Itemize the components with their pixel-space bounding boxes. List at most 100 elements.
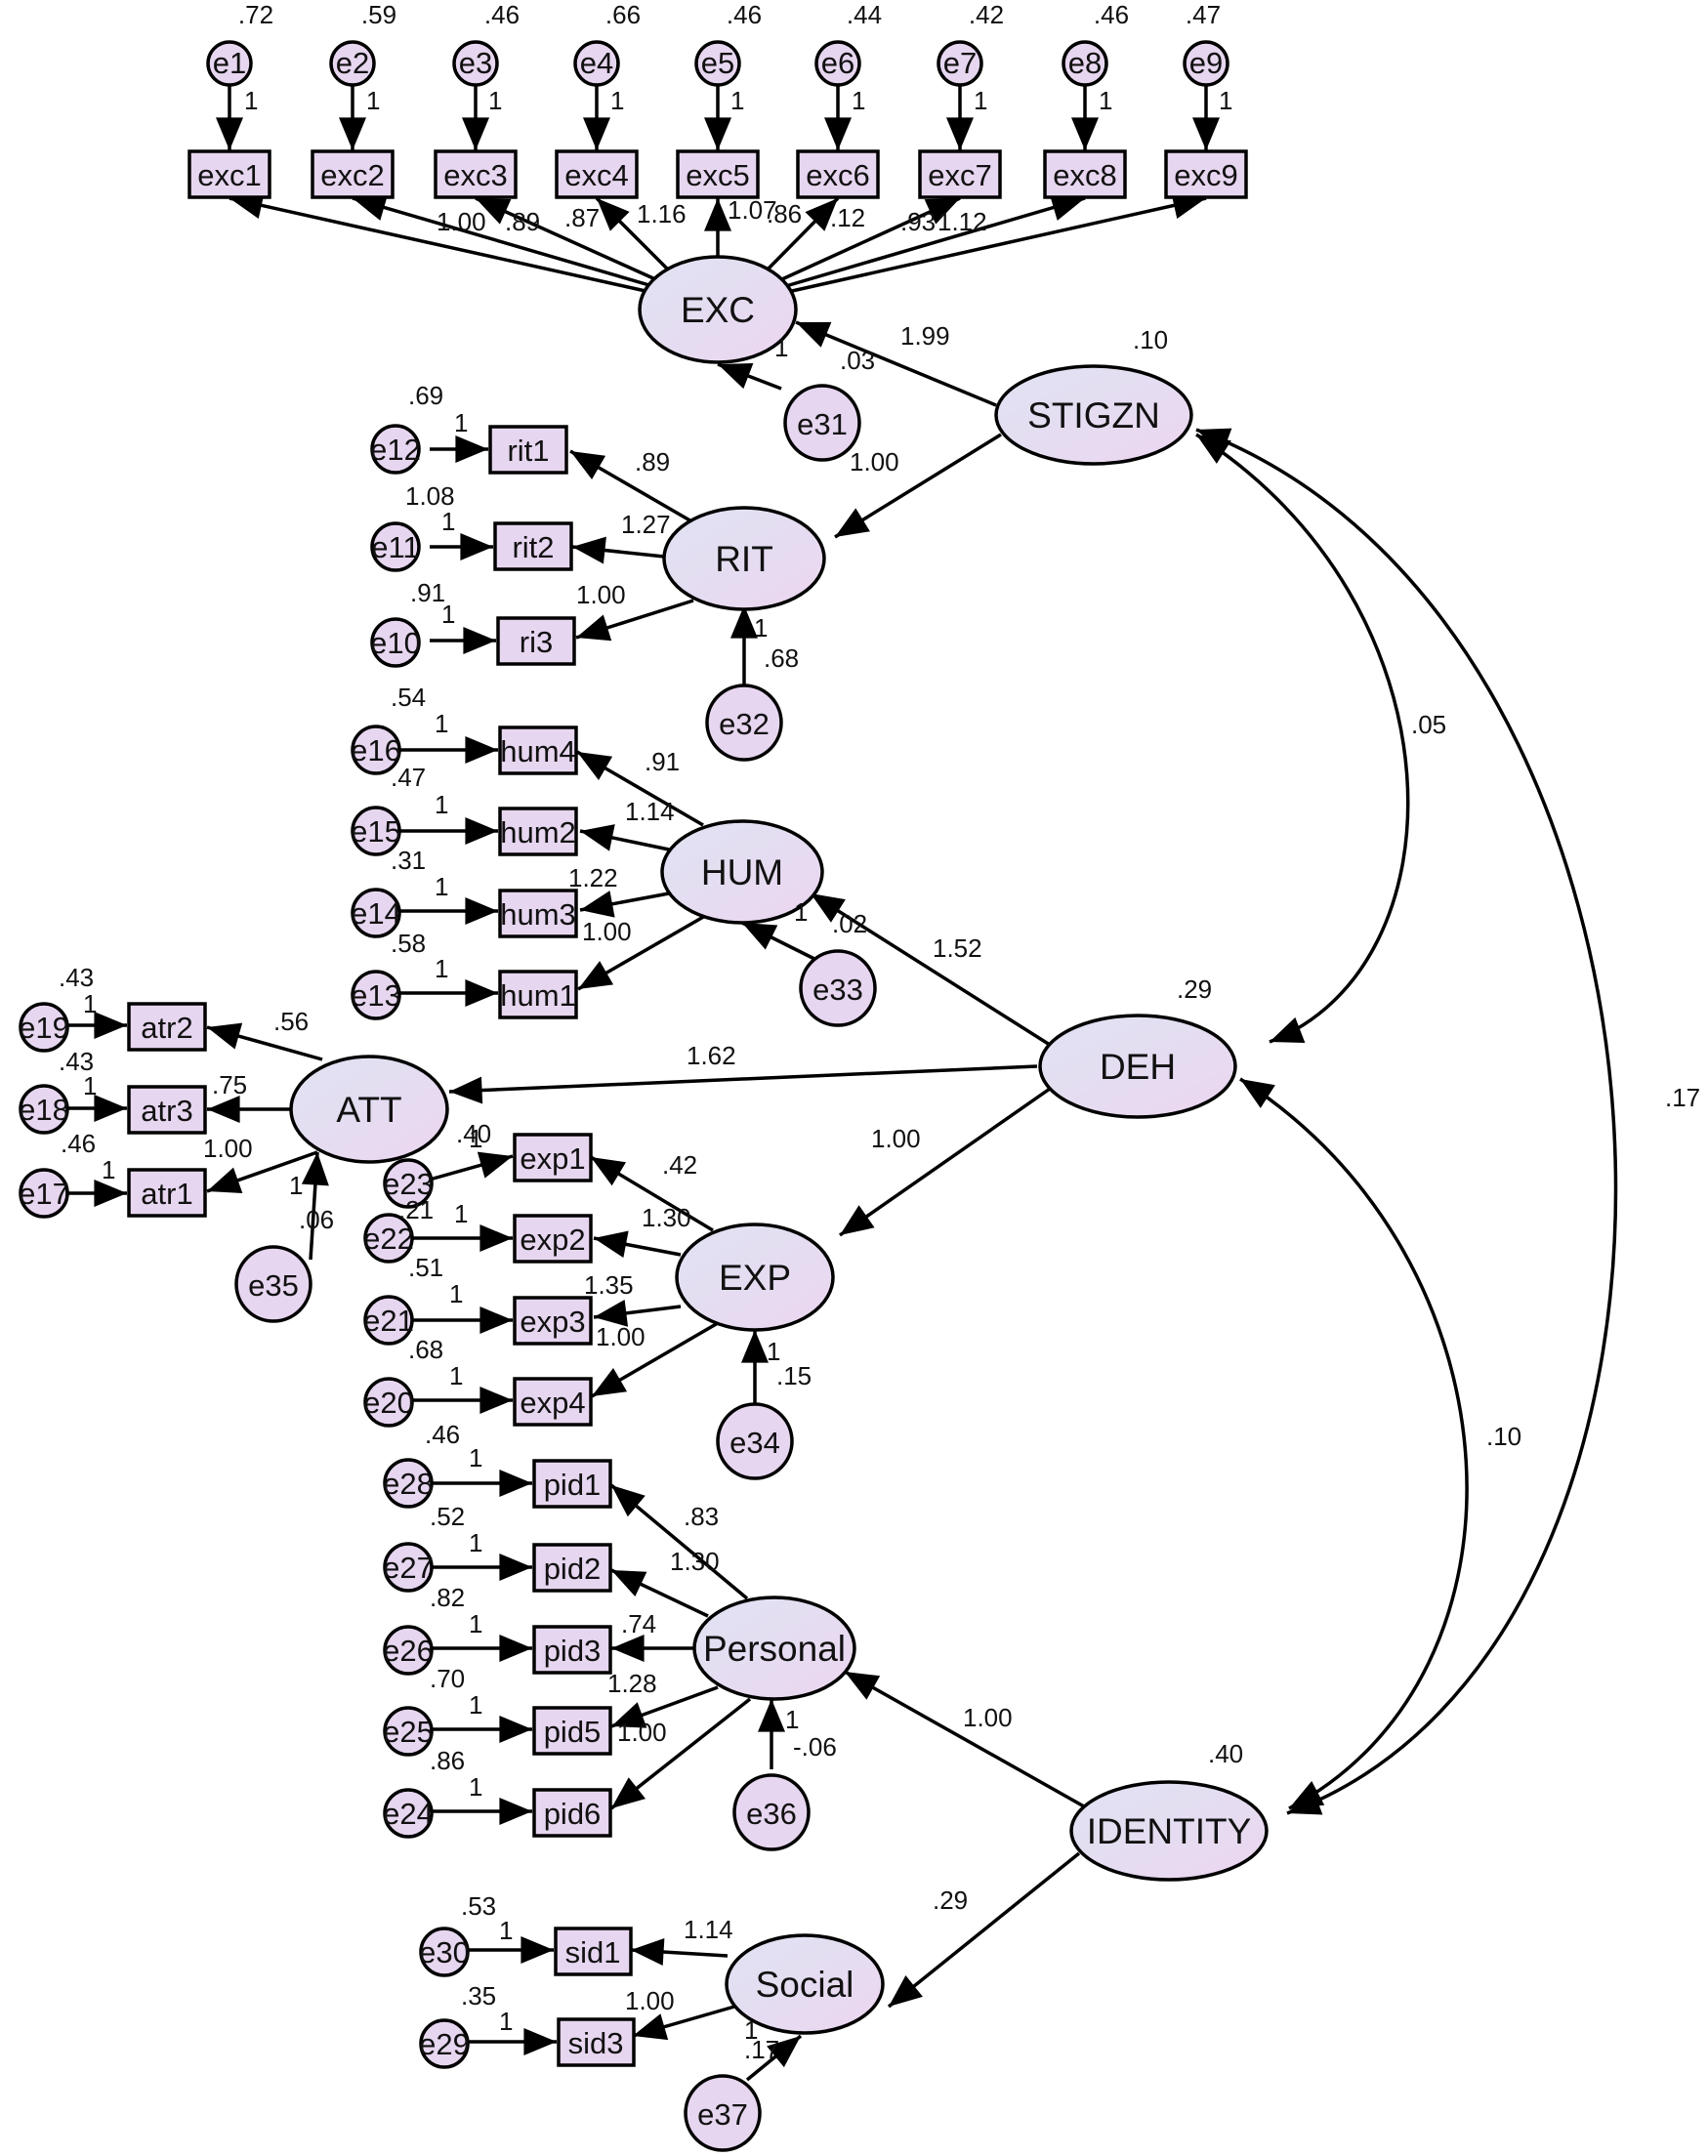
est-cov-stig-identity: .17 bbox=[1665, 1083, 1700, 1112]
indicator-pid6-label: pid6 bbox=[544, 1797, 602, 1831]
error-e2: e2 bbox=[329, 40, 376, 87]
indicator-exc7: exc7 bbox=[918, 149, 1002, 199]
est-deh-exp: 1.00 bbox=[871, 1124, 921, 1153]
indicator-exc7-label: exc7 bbox=[928, 158, 991, 192]
indicator-exc3: exc3 bbox=[434, 149, 518, 199]
est-l-exc6b: .86 bbox=[767, 199, 802, 228]
indicator-exp4-label: exp4 bbox=[520, 1386, 585, 1420]
est-fix-e13: 1 bbox=[435, 954, 448, 983]
est-fix-e10: 1 bbox=[441, 600, 455, 629]
path-exp-exp2 bbox=[593, 1230, 682, 1259]
error-e34: e34 bbox=[716, 1402, 794, 1480]
path-deh-hum bbox=[810, 891, 1051, 1047]
est-fix-e37: 1 bbox=[744, 2015, 758, 2045]
error-e31: e31 bbox=[783, 384, 861, 462]
indicator-atr3: atr3 bbox=[127, 1085, 207, 1135]
latent-att-label: ATT bbox=[336, 1090, 401, 1130]
est-l-exc7: .12 bbox=[830, 203, 865, 232]
indicator-pid2-label: pid2 bbox=[544, 1552, 602, 1586]
est-var-e25: .70 bbox=[430, 1664, 465, 1693]
est-identity-personal: 1.00 bbox=[963, 1703, 1013, 1732]
error-e8: e8 bbox=[1062, 40, 1108, 87]
est-var-e8: .46 bbox=[1094, 0, 1129, 29]
est-stig-rit: 1.00 bbox=[850, 447, 899, 477]
indicator-rit2: rit2 bbox=[493, 521, 573, 571]
latent-hum: HUM bbox=[660, 819, 824, 925]
indicators: exc1 exc2 exc3 exc4 exc5 exc6 exc7 exc8 … bbox=[127, 149, 1248, 2067]
error-e24-label: e24 bbox=[383, 1797, 434, 1831]
latent-identity-label: IDENTITY bbox=[1087, 1811, 1252, 1851]
indicator-rit2-label: rit2 bbox=[512, 530, 554, 564]
est-var-e12: .69 bbox=[408, 381, 443, 410]
est-fix-e18: 1 bbox=[83, 1071, 97, 1100]
indicator-ri3: ri3 bbox=[496, 616, 576, 666]
est-var-e19: .43 bbox=[59, 963, 94, 992]
indicator-hum2: hum2 bbox=[498, 807, 578, 856]
path-exc-exc6 bbox=[760, 196, 840, 277]
indicator-sid1: sid1 bbox=[554, 1927, 633, 1976]
indicator-exc1-label: exc1 bbox=[197, 158, 261, 192]
error-e11: e11 bbox=[370, 521, 421, 572]
indicator-exc9-label: exc9 bbox=[1174, 158, 1237, 192]
est-l-pid5: 1.28 bbox=[607, 1669, 657, 1698]
error-e15: e15 bbox=[351, 806, 401, 856]
error-e33: e33 bbox=[799, 949, 877, 1027]
est-l-rit1: .89 bbox=[635, 447, 670, 477]
error-e8-label: e8 bbox=[1068, 46, 1102, 80]
indicator-sid1-label: sid1 bbox=[565, 1935, 621, 1969]
path-deh-att bbox=[448, 1064, 1038, 1104]
error-e9-label: e9 bbox=[1189, 46, 1223, 80]
error-e20-label: e20 bbox=[363, 1386, 414, 1420]
est-l-atr3: .75 bbox=[212, 1070, 247, 1099]
est-var-stigzn: .10 bbox=[1133, 325, 1168, 354]
error-e3: e3 bbox=[452, 40, 499, 87]
est-fix-e24: 1 bbox=[469, 1772, 482, 1802]
indicator-hum4-label: hum4 bbox=[500, 734, 576, 768]
error-e19: e19 bbox=[19, 1002, 69, 1053]
error-e20: e20 bbox=[363, 1377, 414, 1428]
indicator-exc9: exc9 bbox=[1164, 149, 1248, 199]
est-var-e22: .21 bbox=[398, 1195, 434, 1224]
est-cov-deh-identity: .10 bbox=[1486, 1422, 1521, 1451]
path-exc-exc7 bbox=[772, 196, 961, 285]
error-e1: e1 bbox=[206, 40, 253, 87]
est-l-pid1: .83 bbox=[684, 1502, 719, 1531]
est-l-pid2: 1.30 bbox=[670, 1547, 720, 1576]
error-e37: e37 bbox=[684, 2074, 762, 2152]
indicator-pid2: pid2 bbox=[532, 1543, 612, 1593]
path-exc-exc3 bbox=[475, 196, 665, 285]
error-e25-label: e25 bbox=[383, 1715, 434, 1749]
error-e14: e14 bbox=[351, 888, 401, 938]
error-e36-label: e36 bbox=[746, 1797, 797, 1831]
est-var-e33: .02 bbox=[832, 909, 867, 938]
est-var-e36: -.06 bbox=[793, 1732, 837, 1762]
est-fix-e19: 1 bbox=[83, 989, 97, 1018]
path-exc-exc4 bbox=[595, 196, 676, 277]
path-e33-hum bbox=[741, 921, 821, 964]
indicator-exc5: exc5 bbox=[676, 149, 760, 199]
indicator-exc6: exc6 bbox=[796, 149, 880, 199]
indicator-exp1: exp1 bbox=[513, 1133, 593, 1182]
error-e29-label: e29 bbox=[419, 2027, 470, 2061]
est-fix-e8: 1 bbox=[1099, 86, 1112, 115]
est-var-e13: .58 bbox=[391, 929, 426, 958]
error-e7-label: e7 bbox=[943, 46, 977, 80]
est-var-e35: .06 bbox=[299, 1205, 334, 1234]
est-fix-e16: 1 bbox=[435, 709, 448, 738]
est-l-exc5: 1.16 bbox=[637, 199, 687, 228]
path-social-sid1 bbox=[630, 1938, 729, 1967]
latent-rit: RIT bbox=[662, 506, 826, 611]
path-hum-hum2 bbox=[579, 824, 670, 851]
error-e23-label: e23 bbox=[383, 1167, 434, 1201]
latent-rit-label: RIT bbox=[715, 539, 773, 579]
cov-stigzn-deh bbox=[1195, 433, 1410, 1044]
indicator-exc4: exc4 bbox=[555, 149, 639, 199]
latent-att: ATT bbox=[289, 1055, 449, 1164]
latent-deh-label: DEH bbox=[1100, 1047, 1176, 1087]
est-fix-e5: 1 bbox=[730, 86, 744, 115]
est-l-hum2: 1.14 bbox=[625, 797, 675, 826]
latent-stigzn: STIGZN bbox=[994, 364, 1193, 466]
estimates: .72 .59 .46 .66 .46 .44 .42 .46 .47 1 1 … bbox=[59, 0, 1700, 2064]
est-deh-att: 1.62 bbox=[687, 1041, 736, 1070]
